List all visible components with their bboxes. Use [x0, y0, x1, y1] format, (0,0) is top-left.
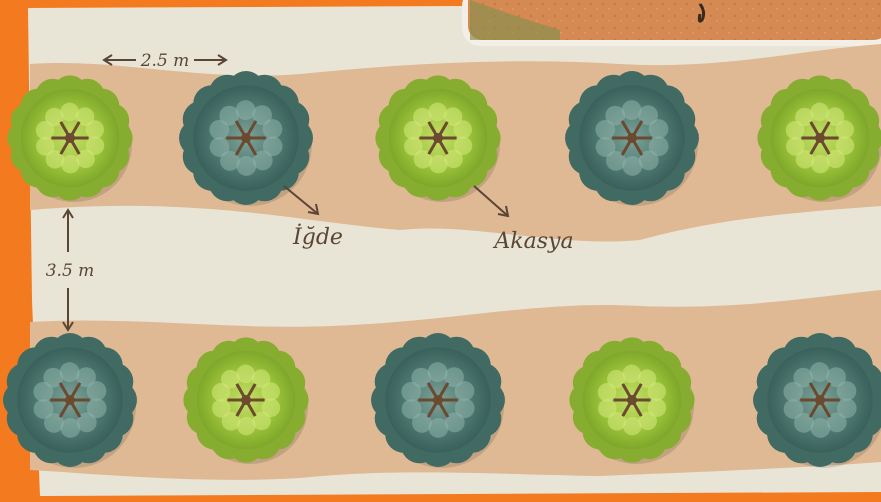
- row-spacing-label: 3.5 m: [46, 261, 95, 281]
- species-2-label: Akasya: [492, 229, 573, 254]
- photo-inset: [462, 0, 881, 46]
- oleaster-tree-icon: [179, 71, 313, 206]
- acacia-tree-icon: [7, 75, 132, 202]
- tree-spacing-label: 2.5 m: [140, 51, 190, 71]
- oleaster-tree-icon: [371, 333, 505, 468]
- oleaster-tree-icon: [3, 333, 137, 468]
- species-1-label: İğde: [292, 223, 343, 250]
- oleaster-tree-icon: [565, 71, 699, 206]
